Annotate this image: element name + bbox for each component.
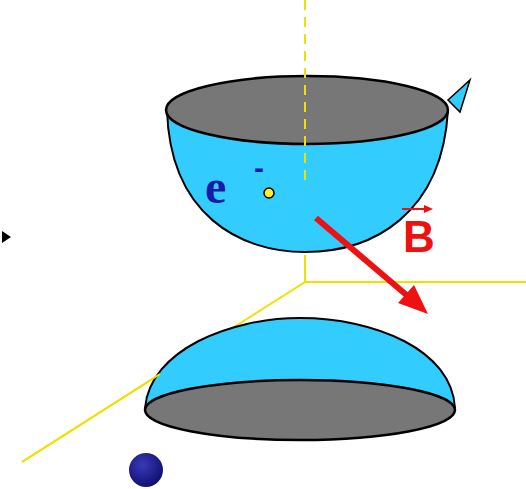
field-arrow — [316, 218, 410, 298]
lower-shell-rim — [145, 380, 455, 440]
charge-sign: - — [254, 153, 264, 183]
electron-dot — [264, 188, 274, 198]
field-arrowhead — [398, 285, 428, 314]
shell-flap — [448, 80, 470, 112]
field-label: B — [403, 215, 435, 259]
upper-shell-rim — [166, 76, 448, 144]
electron-symbol: e — [205, 163, 226, 211]
vector-mark-head — [424, 205, 433, 213]
axis-line — [305, 281, 526, 283]
axis-line — [304, 255, 306, 282]
vector-mark — [402, 208, 426, 210]
axis-line — [22, 374, 160, 462]
dashed-axis — [304, 0, 306, 180]
particle-dot — [129, 453, 163, 487]
arrow-tip — [2, 231, 11, 243]
